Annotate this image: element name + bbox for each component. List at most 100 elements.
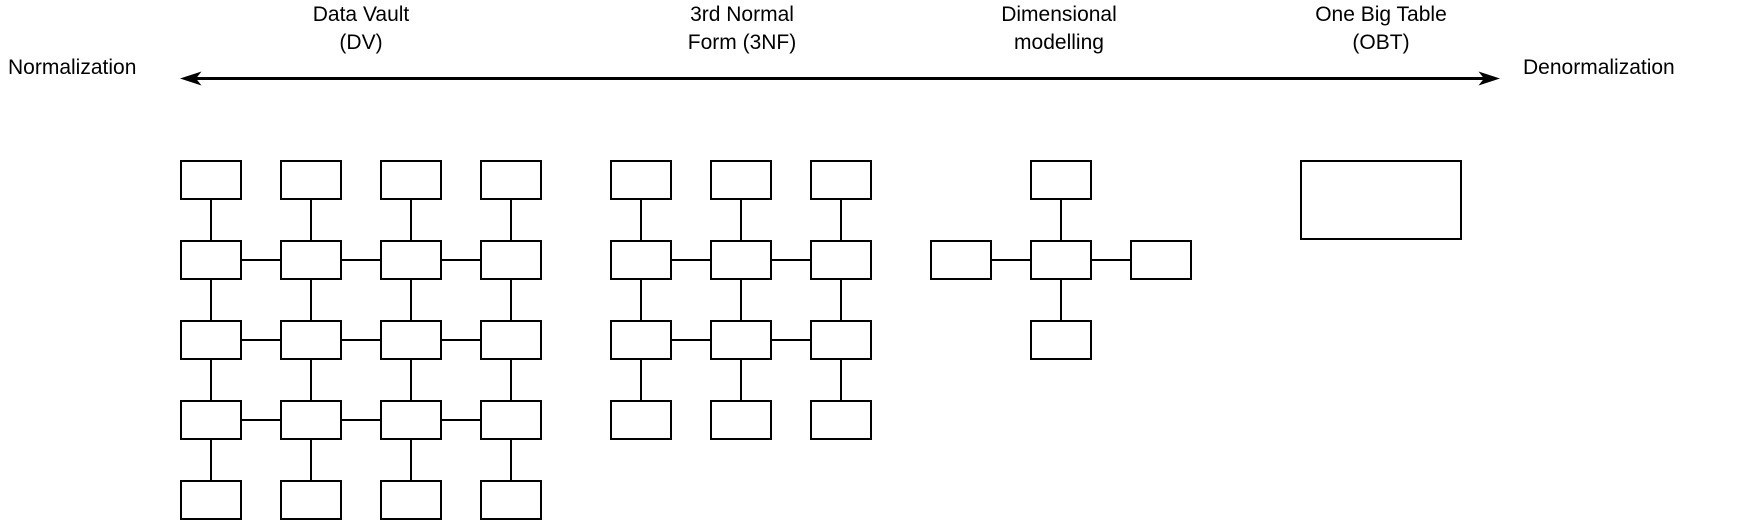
table-box	[380, 160, 442, 200]
one-big-table-label: One Big Table (OBT)	[1315, 1, 1447, 57]
connector-line-vertical	[409, 280, 413, 320]
connector-line-horizontal	[672, 258, 710, 262]
connector-line-vertical	[639, 360, 643, 400]
connector-line-vertical	[509, 280, 513, 320]
table-box	[380, 480, 442, 520]
connector-line-vertical	[209, 200, 213, 240]
third-normal-form-label-line1: 3rd Normal	[690, 3, 794, 26]
connector-line-vertical	[409, 360, 413, 400]
one-big-table-box	[1300, 160, 1462, 240]
dimensional-modelling-label: Dimensional modelling	[1001, 1, 1117, 57]
connector-line-vertical	[639, 200, 643, 240]
denormalization-label: Denormalization	[1523, 56, 1675, 79]
connector-line-vertical	[509, 200, 513, 240]
third-normal-form-label-line2: Form (3NF)	[687, 31, 797, 54]
table-box	[710, 320, 772, 360]
arrowhead-right-icon	[1478, 71, 1500, 86]
connector-line-horizontal	[242, 258, 280, 262]
dimensional-modelling-label-line2: modelling	[1014, 31, 1104, 54]
table-box	[480, 160, 542, 200]
table-box	[380, 400, 442, 440]
connector-line-vertical	[509, 440, 513, 480]
connector-line-vertical	[739, 360, 743, 400]
table-box	[280, 480, 342, 520]
connector-line-vertical	[209, 440, 213, 480]
connector-line-vertical	[739, 280, 743, 320]
connector-line-horizontal	[342, 258, 380, 262]
table-box	[180, 240, 242, 280]
connector-line-horizontal	[992, 258, 1030, 262]
connector-line-vertical	[509, 360, 513, 400]
table-box	[610, 320, 672, 360]
connector-line-horizontal	[442, 418, 480, 422]
one-big-table-label-line1: One Big Table	[1315, 3, 1447, 26]
connector-line-horizontal	[242, 338, 280, 342]
connector-line-horizontal	[772, 258, 810, 262]
connector-line-vertical	[309, 200, 313, 240]
table-box	[280, 320, 342, 360]
dimensional-modelling-label-line1: Dimensional	[1001, 3, 1117, 26]
dimension-table-box	[1130, 240, 1192, 280]
connector-line-horizontal	[242, 418, 280, 422]
connector-line-horizontal	[1092, 258, 1130, 262]
table-box	[710, 400, 772, 440]
table-box	[280, 240, 342, 280]
one-big-table-label-line2: (OBT)	[1352, 31, 1410, 54]
data-vault-label: Data Vault (DV)	[313, 1, 410, 57]
table-box	[180, 480, 242, 520]
connector-line-horizontal	[342, 338, 380, 342]
connector-line-vertical	[309, 280, 313, 320]
connector-line-vertical	[739, 200, 743, 240]
connector-line-vertical	[839, 200, 843, 240]
connector-line-vertical	[309, 440, 313, 480]
table-box	[610, 240, 672, 280]
table-box	[810, 320, 872, 360]
arrowhead-left-icon	[180, 71, 202, 86]
dimension-table-box	[1030, 320, 1092, 360]
table-box	[180, 160, 242, 200]
connector-line-vertical	[639, 280, 643, 320]
table-box	[710, 160, 772, 200]
table-box	[710, 240, 772, 280]
normalization-label: Normalization	[8, 56, 137, 79]
table-box	[180, 400, 242, 440]
connector-line-vertical	[839, 360, 843, 400]
table-box	[380, 320, 442, 360]
table-box	[810, 400, 872, 440]
connector-line-horizontal	[342, 418, 380, 422]
table-box	[480, 320, 542, 360]
table-box	[280, 400, 342, 440]
table-box	[180, 320, 242, 360]
connector-line-horizontal	[672, 338, 710, 342]
connector-line-horizontal	[442, 258, 480, 262]
fact-table-box	[1030, 240, 1092, 280]
connector-line-vertical	[1059, 280, 1063, 320]
table-box	[480, 400, 542, 440]
table-box	[480, 240, 542, 280]
data-vault-label-line2: (DV)	[339, 31, 383, 54]
table-box	[610, 400, 672, 440]
connector-line-horizontal	[772, 338, 810, 342]
table-box	[280, 160, 342, 200]
connector-line-vertical	[209, 360, 213, 400]
table-box	[810, 160, 872, 200]
data-vault-label-line1: Data Vault	[312, 3, 410, 26]
connector-line-horizontal	[442, 338, 480, 342]
connector-line-vertical	[309, 360, 313, 400]
table-box	[380, 240, 442, 280]
dimension-table-box	[1030, 160, 1092, 200]
table-box	[610, 160, 672, 200]
connector-line-vertical	[209, 280, 213, 320]
dimension-table-box	[930, 240, 992, 280]
connector-line-vertical	[409, 200, 413, 240]
connector-line-vertical	[1059, 200, 1063, 240]
table-box	[480, 480, 542, 520]
